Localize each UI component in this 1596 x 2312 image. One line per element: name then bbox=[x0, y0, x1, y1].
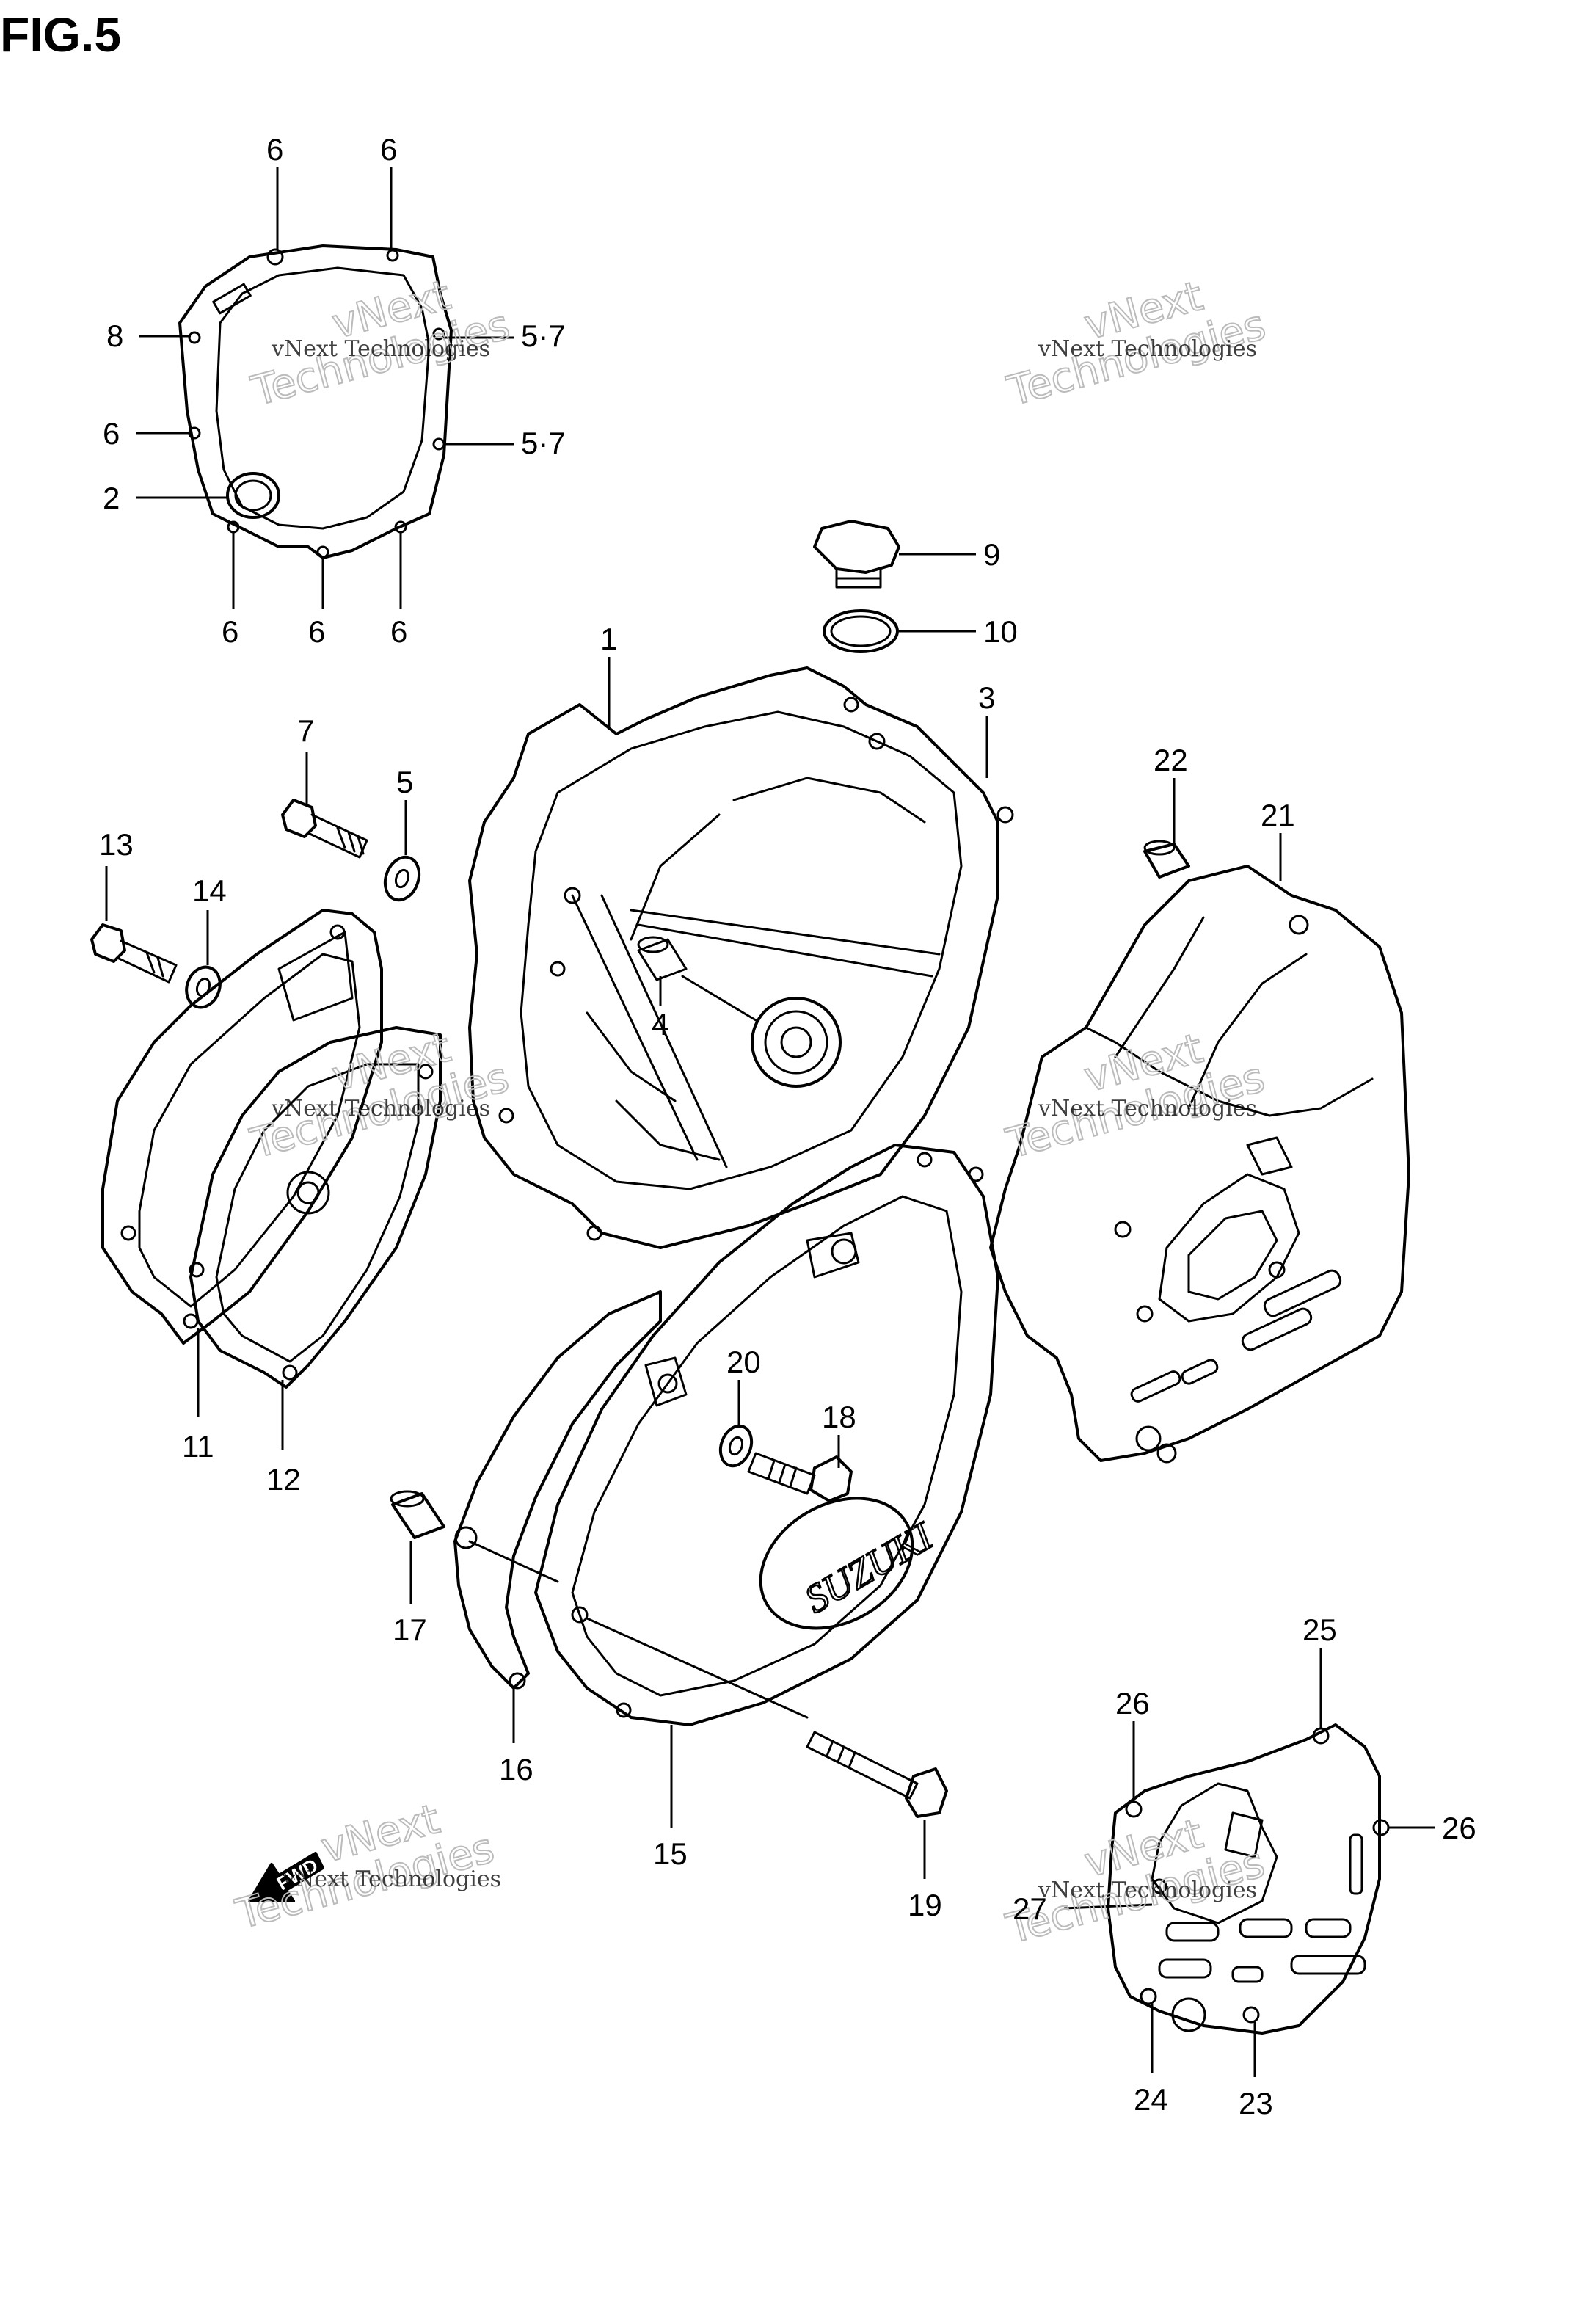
callout-11: 11 bbox=[182, 1429, 214, 1464]
o-ring bbox=[823, 609, 899, 653]
callout-13: 13 bbox=[99, 827, 134, 862]
callout-27: 27 bbox=[1013, 1891, 1047, 1926]
callout-6: 6 bbox=[266, 132, 283, 167]
generator-cover-15: SUZUKI bbox=[534, 1144, 999, 1726]
callout-26: 26 bbox=[1115, 1686, 1150, 1720]
bolt-7 bbox=[281, 799, 368, 859]
callout-22: 22 bbox=[1154, 743, 1188, 777]
callout-18: 18 bbox=[822, 1400, 856, 1434]
callout-5-7: 5·7 bbox=[521, 319, 566, 353]
svg-text:vNext Technologies: vNext Technologies bbox=[282, 1866, 501, 1892]
watermarks: Technologies vNext vNext Technologies Te… bbox=[230, 271, 1272, 1955]
callout-4: 4 bbox=[652, 1007, 668, 1042]
callout-20: 20 bbox=[726, 1345, 761, 1379]
callout-6: 6 bbox=[308, 614, 325, 649]
leader-lines-bottom-right bbox=[1063, 1648, 1435, 2077]
svg-text:vNext Technologies: vNext Technologies bbox=[271, 1096, 490, 1122]
svg-text:vNext Technologies: vNext Technologies bbox=[271, 336, 490, 362]
leader-lines-top-left bbox=[136, 167, 514, 609]
right-cover-21 bbox=[989, 865, 1410, 1464]
leader-lines-lower-center bbox=[409, 1380, 926, 1879]
callout-25: 25 bbox=[1302, 1613, 1337, 1647]
callout-6: 6 bbox=[103, 416, 120, 451]
callout-12: 12 bbox=[266, 1462, 301, 1497]
callout-1: 1 bbox=[600, 622, 617, 656]
dowel-17 bbox=[390, 1490, 445, 1539]
crankcase-cover bbox=[468, 666, 1014, 1249]
callout-15: 15 bbox=[653, 1836, 688, 1871]
callout-6: 6 bbox=[390, 614, 407, 649]
callout-17: 17 bbox=[393, 1613, 427, 1647]
bolt-19 bbox=[806, 1731, 948, 1818]
oil-filler-cap bbox=[813, 520, 900, 589]
callout-6: 6 bbox=[380, 132, 397, 167]
callouts: 6 6 8 5·7 6 5·7 2 6 6 6 9 10 1 3 7 5 13 … bbox=[99, 132, 1476, 2120]
callout-2: 2 bbox=[103, 481, 120, 515]
callout-5: 5 bbox=[396, 765, 413, 799]
gasket-12 bbox=[189, 1026, 442, 1389]
callout-26: 26 bbox=[1442, 1811, 1476, 1845]
callout-14: 14 bbox=[192, 873, 227, 908]
dowel-22 bbox=[1143, 840, 1190, 879]
callout-10: 10 bbox=[983, 614, 1018, 649]
callout-16: 16 bbox=[499, 1752, 533, 1786]
svg-text:vNext Technologies: vNext Technologies bbox=[1038, 1096, 1257, 1122]
gasket-16 bbox=[453, 1290, 662, 1690]
callout-19: 19 bbox=[908, 1888, 942, 1922]
bolt-13 bbox=[90, 923, 178, 984]
callout-8: 8 bbox=[106, 319, 123, 353]
figure-title: FIG.5 bbox=[0, 7, 121, 62]
callout-3: 3 bbox=[978, 680, 995, 715]
callout-6: 6 bbox=[222, 614, 238, 649]
sprocket-cover bbox=[1107, 1723, 1390, 2035]
brand-logo: SUZUKI bbox=[798, 1513, 941, 1621]
callout-9: 9 bbox=[983, 537, 1000, 572]
svg-text:vNext Technologies: vNext Technologies bbox=[1038, 1877, 1257, 1903]
washer-5 bbox=[383, 855, 421, 902]
washer-14 bbox=[185, 965, 222, 1009]
callout-23: 23 bbox=[1239, 2086, 1273, 2120]
svg-text:vNext Technologies: vNext Technologies bbox=[1038, 336, 1257, 362]
leader-lines-center bbox=[608, 657, 988, 1006]
bolt-18 bbox=[747, 1452, 853, 1502]
callout-24: 24 bbox=[1134, 2082, 1168, 2117]
callout-21: 21 bbox=[1261, 798, 1295, 832]
callout-5-7: 5·7 bbox=[521, 426, 566, 460]
callout-7: 7 bbox=[297, 713, 314, 748]
washer-20 bbox=[718, 1424, 754, 1468]
